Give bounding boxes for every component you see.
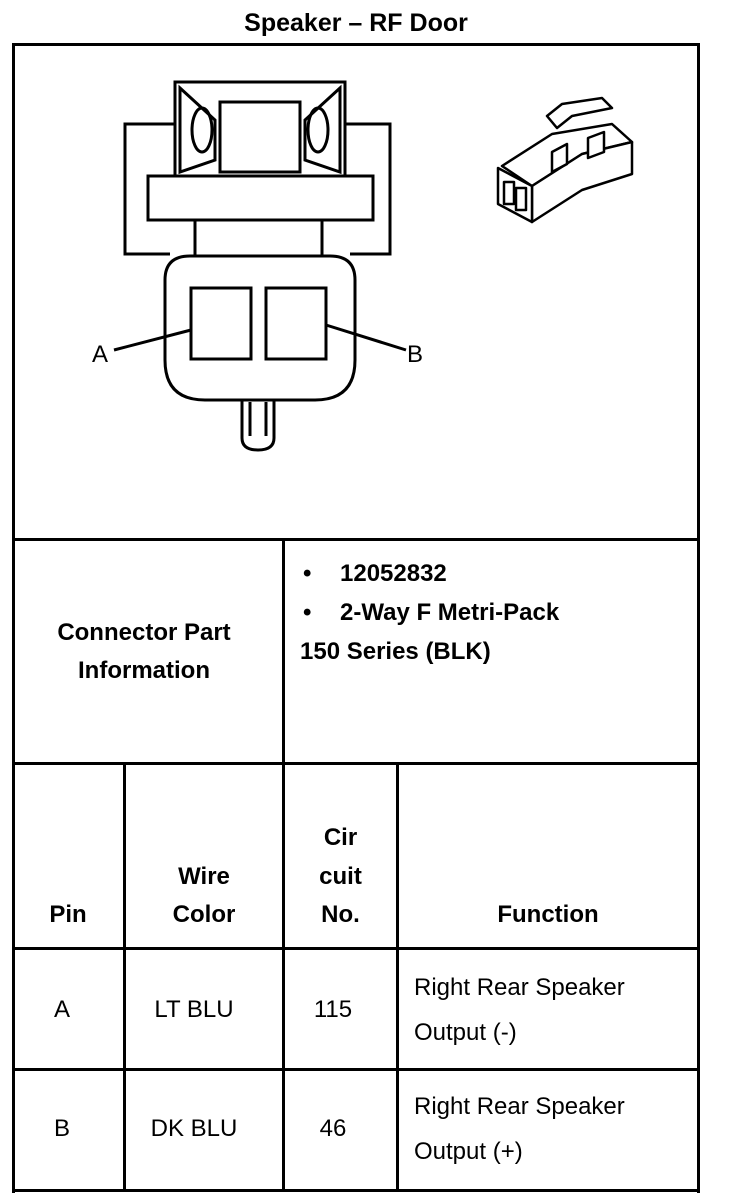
divider-info-bottom [12, 762, 700, 765]
cavity-b [264, 286, 328, 361]
row-b-function-2: Output (+) [414, 1138, 523, 1165]
col-divider-1 [123, 762, 126, 1192]
header-wire-color-2: Color [172, 901, 236, 928]
latch-tab [218, 100, 302, 174]
row-b-wire: DK BLU [150, 1115, 238, 1142]
col-divider-3 [396, 762, 399, 1192]
label-a: A [92, 341, 109, 368]
label-b: B [407, 341, 424, 368]
frame-bottom [12, 1189, 700, 1192]
header-pin: Pin [49, 901, 87, 928]
connector-isometric-icon [496, 96, 634, 224]
col-divider-2 [282, 762, 285, 1192]
row-a-wire: LT BLU [154, 996, 234, 1023]
row-b-pin: B [53, 1115, 70, 1142]
connector-series: 150 Series (BLK) [300, 638, 491, 665]
page-title: Speaker – RF Door [244, 9, 468, 37]
header-circuit-1: Cir [323, 824, 358, 851]
row-b-function-1: Right Rear Speaker [414, 1093, 625, 1120]
cavity-a [189, 286, 253, 361]
header-wire-color-1: Wire [178, 863, 230, 890]
latch-housing [173, 80, 347, 178]
header-row-bottom [12, 947, 700, 950]
divider-info [282, 538, 285, 764]
row-a-pin: A [53, 996, 70, 1023]
header-circuit-3: No. [321, 901, 360, 928]
bullet-1: • [303, 560, 312, 587]
header-function: Function [497, 901, 599, 928]
header-circuit-2: cuit [319, 863, 362, 890]
row-b-circuit: 46 [319, 1115, 347, 1142]
connector-face-diagram [113, 80, 407, 452]
row-a-bottom [12, 1068, 700, 1071]
bullet-2: • [303, 599, 312, 626]
frame-left [12, 43, 15, 1193]
row-a-function-1: Right Rear Speaker [414, 974, 625, 1001]
row-a-function-2: Output (-) [414, 1019, 517, 1046]
connector-part-number: 12052832 [340, 560, 447, 587]
row-a-circuit: 115 [313, 996, 353, 1023]
connector-info-label: Connector Part Information [57, 619, 231, 684]
connector-type: 2-Way F Metri-Pack [340, 599, 560, 626]
frame-right [697, 43, 700, 1193]
divider-diagram [12, 538, 700, 541]
frame-top [12, 43, 700, 46]
